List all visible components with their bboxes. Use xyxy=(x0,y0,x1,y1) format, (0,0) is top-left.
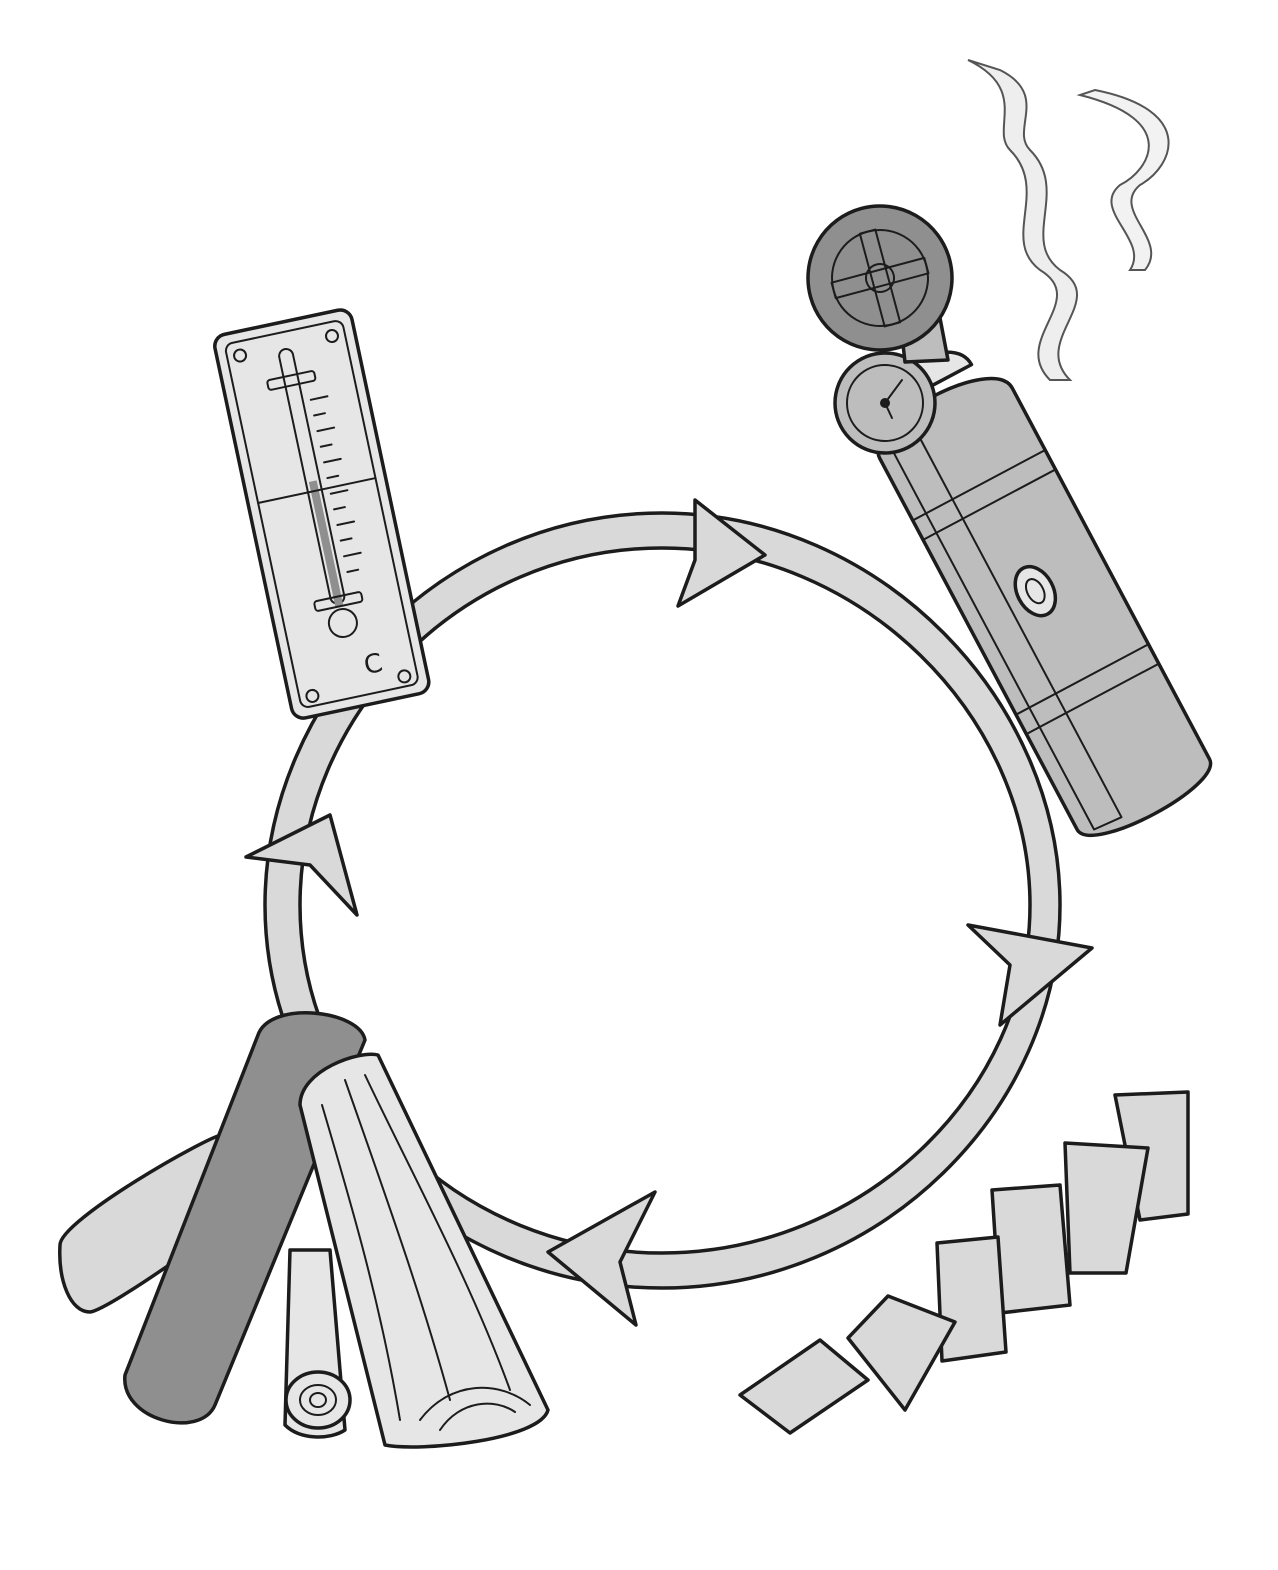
pressure-gauge xyxy=(835,353,935,453)
smoke-wisp xyxy=(968,60,1077,380)
thermometer-illustration: C xyxy=(213,308,431,721)
